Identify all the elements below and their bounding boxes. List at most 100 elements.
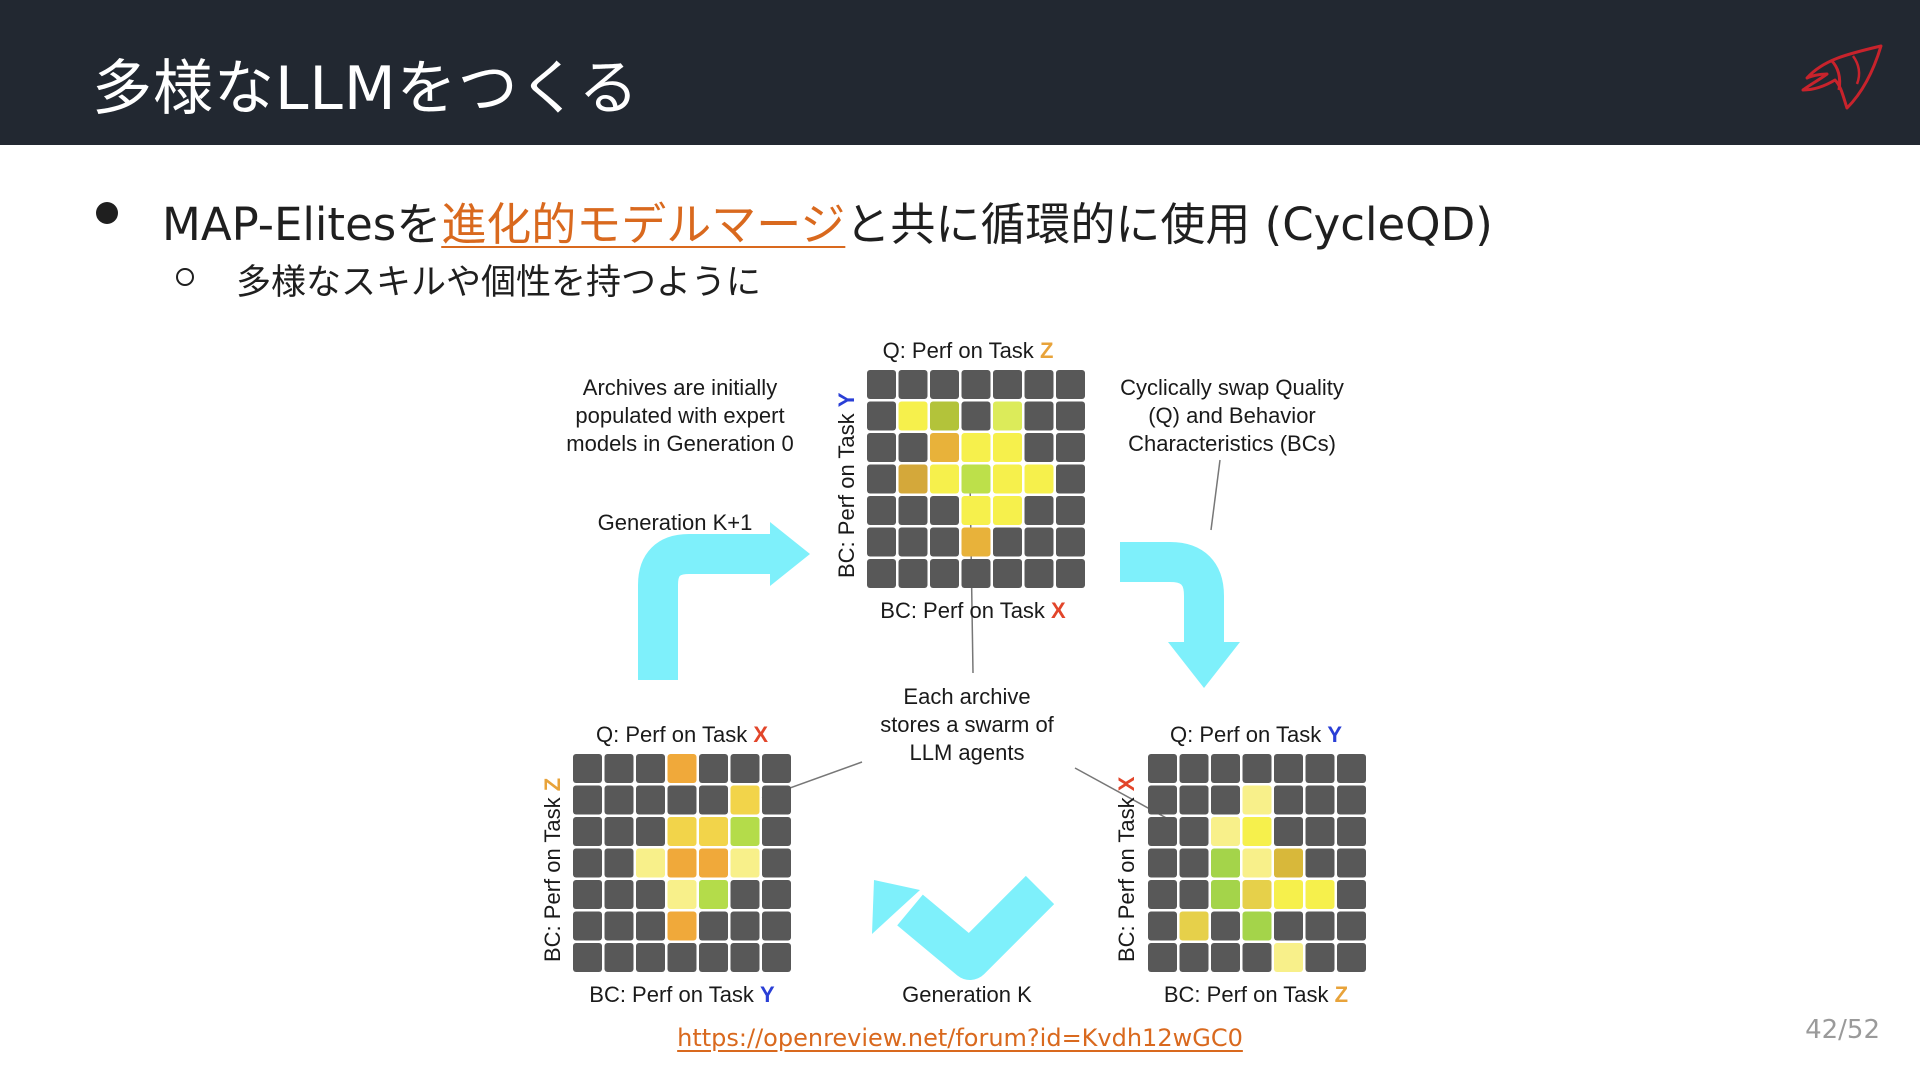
archive-cell xyxy=(961,370,991,399)
archive-cell xyxy=(762,911,791,941)
archive-cell xyxy=(573,848,602,878)
archive-cell xyxy=(1274,943,1303,972)
top-bc-y-label: BC: Perf on Task Y xyxy=(834,392,859,578)
archive-cell xyxy=(1211,880,1240,909)
archive-cell xyxy=(1211,911,1240,941)
model-merge-link[interactable]: 進化的モデルマージ xyxy=(441,198,846,251)
archive-cell xyxy=(1305,911,1335,941)
archive-cell xyxy=(1211,817,1240,846)
archive-cell xyxy=(993,559,1022,588)
archive-cell xyxy=(1179,817,1209,846)
archive-cell xyxy=(573,785,602,815)
archive-cell xyxy=(993,370,1022,399)
archive-cell xyxy=(930,559,959,588)
archive-cell xyxy=(1024,496,1054,525)
archive-cell xyxy=(699,754,728,783)
archive-cell xyxy=(993,496,1022,525)
archive-cell xyxy=(1211,943,1240,972)
archive-cell xyxy=(1148,754,1177,783)
archive-cell xyxy=(1179,911,1209,941)
svg-text:Cyclically swap Quality: Cyclically swap Quality xyxy=(1120,375,1344,400)
archive-cell xyxy=(636,754,665,783)
archive-cell xyxy=(604,785,634,815)
archive-cell xyxy=(867,559,896,588)
archive-cell xyxy=(898,464,928,494)
archive-cell xyxy=(604,817,634,846)
archive-cell xyxy=(636,785,665,815)
archive-cell xyxy=(1274,817,1303,846)
archive-cell xyxy=(730,880,760,909)
archive-cell xyxy=(762,817,791,846)
archive-cell xyxy=(636,848,665,878)
archive-cell xyxy=(1337,754,1366,783)
archive-cell xyxy=(699,943,728,972)
archive-cell xyxy=(730,848,760,878)
archive-cell xyxy=(762,943,791,972)
archive-cell xyxy=(1305,848,1335,878)
archive-cell xyxy=(993,401,1022,431)
archive-cell xyxy=(898,401,928,431)
svg-text:stores a swarm of: stores a swarm of xyxy=(880,712,1054,737)
archive-cell xyxy=(930,370,959,399)
svg-text:Archives are initially: Archives are initially xyxy=(583,375,777,400)
right-bc-y-label: BC: Perf on Task X xyxy=(1114,776,1139,962)
archive-cell xyxy=(573,943,602,972)
archive-cell xyxy=(1179,785,1209,815)
archive-cell xyxy=(1148,785,1177,815)
archive-cell xyxy=(930,527,959,557)
archive-cell xyxy=(1305,785,1335,815)
archive-cell xyxy=(1056,496,1085,525)
arrow-generation-k xyxy=(872,875,1055,980)
archive-cell xyxy=(1305,880,1335,909)
archive-cell xyxy=(573,754,602,783)
archive-cell xyxy=(730,785,760,815)
archive-cell xyxy=(1337,880,1366,909)
archive-cell xyxy=(867,527,896,557)
archive-cell xyxy=(636,911,665,941)
archive-cell xyxy=(1179,848,1209,878)
archive-cell xyxy=(961,433,991,462)
note-archives: Archives are initially populated with ex… xyxy=(566,375,793,456)
top-q-label: Q: Perf on Task Z xyxy=(883,338,1054,363)
archive-cell xyxy=(867,496,896,525)
archive-cell xyxy=(1274,880,1303,909)
archive-cell xyxy=(699,911,728,941)
archive-cell xyxy=(1211,754,1240,783)
archive-cell xyxy=(930,464,959,494)
archive-cell xyxy=(961,464,991,494)
page-number: 42/52 xyxy=(1805,1015,1880,1045)
archive-cell xyxy=(699,848,728,878)
archive-cell xyxy=(993,433,1022,462)
archive-cell xyxy=(1024,559,1054,588)
archive-cell xyxy=(1056,370,1085,399)
archive-cell xyxy=(1274,848,1303,878)
slide-header: 多様なLLMをつくる xyxy=(0,0,1920,145)
archive-cell xyxy=(604,880,634,909)
archive-cell xyxy=(1337,817,1366,846)
svg-text:Characteristics (BCs): Characteristics (BCs) xyxy=(1128,431,1336,456)
openreview-link[interactable]: https://openreview.net/forum?id=Kvdh12wG… xyxy=(677,1024,1243,1052)
generation-k-label: Generation K xyxy=(902,982,1032,1007)
archive-cell xyxy=(1274,911,1303,941)
archive-cell xyxy=(730,754,760,783)
archive-cell xyxy=(699,785,728,815)
archive-cell xyxy=(1179,880,1209,909)
archive-cell xyxy=(1148,817,1177,846)
archive-cell xyxy=(1305,754,1335,783)
archive-cell xyxy=(1148,911,1177,941)
svg-text:populated with expert: populated with expert xyxy=(575,403,784,428)
archive-cell xyxy=(930,401,959,431)
left-q-label: Q: Perf on Task X xyxy=(596,722,768,747)
archive-cell xyxy=(993,464,1022,494)
archive-cell xyxy=(730,911,760,941)
bullet-suffix: と共に循環的に使用 (CycleQD) xyxy=(845,198,1493,251)
archive-cell xyxy=(1148,943,1177,972)
archive-cell xyxy=(898,527,928,557)
archive-cell xyxy=(1056,559,1085,588)
archive-cell xyxy=(667,817,697,846)
note-swarm: Each archive stores a swarm of LLM agent… xyxy=(880,684,1054,765)
cycleqd-diagram: Q: Perf on Task Z BC: Perf on Task X BC:… xyxy=(540,338,1366,1007)
sub-bullet-text: 多様なスキルや個性を持つように xyxy=(236,263,762,303)
archive-cell xyxy=(1242,785,1272,815)
archive-cell xyxy=(667,754,697,783)
